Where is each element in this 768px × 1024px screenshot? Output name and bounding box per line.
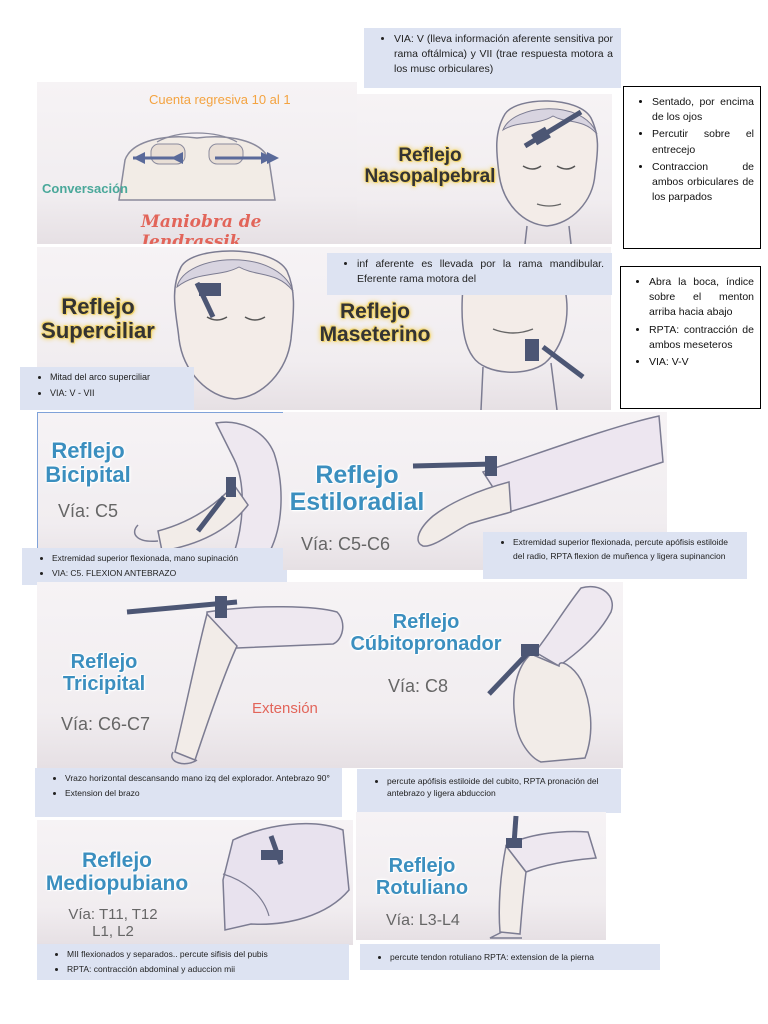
mediopubiano-panel: Reflejo Mediopubiano Vía: T11, T12 L1, L… [37,820,353,945]
tricipital-panel: Reflejo Tricipital Vía: C6-C7 Extensión [37,582,345,768]
bicipital-title: Reflejo Bicipital [45,438,131,487]
cubitopronador-note: percute apófisis estiloide del cubito, R… [357,769,621,813]
mediopubiano-note: MII flexionados y separados.. percute si… [37,944,349,980]
conversation-label: Conversación [42,181,128,196]
tricipital-note: Vrazo horizontal descansando mano izq de… [35,768,342,817]
bicipital-note: Extremidad superior flexionada, mano sup… [22,548,287,585]
estiloradial-via: Vía: C5-C6 [301,534,391,554]
superciliar-title: Reflejo Superciliar [41,294,155,343]
pelvis-illustration [222,822,350,931]
nasopalpebral-title: Reflejo Nasopalpebral [364,145,496,187]
rotuliano-note: percute tendon rotuliano RPTA: extension… [360,944,660,970]
hand-illustration [487,585,613,763]
bicipital-panel: Reflejo Bicipital Vía: C5 [37,412,284,572]
rotuliano-panel: Reflejo Rotuliano Vía: L3-L4 [356,812,606,940]
tricipital-title: Reflejo Tricipital [62,651,146,695]
nasopalpebral-steps-box: Sentado, por encima de los ojos Percutir… [623,86,761,249]
superciliar-note: Mitad del arco superciliar VIA: V - VII [20,367,194,410]
maseterino-title: Reflejo Maseterino [319,300,431,346]
estiloradial-panel: Reflejo Estiloradial Vía: C5-C6 [283,412,667,570]
wrist-illustration [412,415,664,547]
knee-illustration [489,815,597,939]
rotuliano-title: Reflejo Rotuliano [375,855,469,899]
bicipital-via: Vía: C5 [58,501,119,521]
arm-illustration [133,421,282,554]
jendrassik-illustration [118,132,279,201]
cubitopronador-panel: Reflejo Cúbitopronador Vía: C8 [345,582,623,768]
tricipital-via: Vía: C6-C7 [61,714,151,734]
nasopalpebral-panel: Reflejo Nasopalpebral [357,94,612,244]
countdown-label: Cuenta regresiva 10 al 1 [149,92,291,107]
maseterino-steps-box: Abra la boca, índice sobre el menton arr… [620,266,761,409]
cubitopronador-title: Reflejo Cúbitopronador [350,611,502,655]
jendrassik-panel: Cuenta regresiva 10 al 1 Conversación Ma… [37,82,357,244]
rotuliano-via: Vía: L3-L4 [386,912,460,929]
mediopubiano-title: Reflejo Mediopubiano [45,849,189,895]
estiloradial-note: Extremidad superior flexionada, percute … [483,532,747,579]
extension-label: Extensión [252,700,318,717]
mediopubiano-via: Vía: T11, T12 L1, L2 [68,906,158,941]
arm-illustration [126,596,344,765]
maseterino-via-note: inf aferente es llevada por la rama mand… [327,253,612,295]
estiloradial-title: Reflejo Estiloradial [289,461,425,516]
face-illustration [496,100,599,244]
face-illustration [173,250,295,400]
cubitopronador-via: Vía: C8 [388,676,449,696]
jendrassik-maneuver-label: Maniobra de Jendrassik [141,212,262,244]
nasopalpebral-via-note: VIA: V (lleva información aferente sensi… [364,28,621,88]
